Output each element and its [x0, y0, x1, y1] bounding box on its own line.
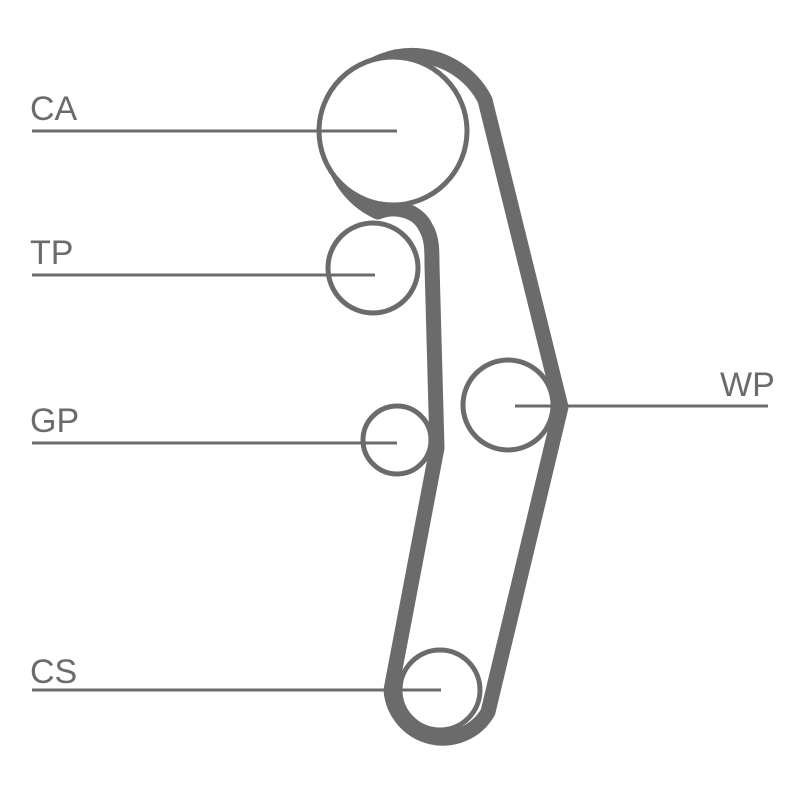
cs-label: CS	[30, 653, 77, 691]
wp-label: WP	[720, 366, 775, 404]
guide-pulley	[360, 403, 434, 477]
tp-label: TP	[30, 234, 73, 272]
tensioner-pulley	[325, 220, 421, 316]
ca-label: CA	[30, 90, 78, 128]
gp-label: GP	[30, 402, 79, 440]
